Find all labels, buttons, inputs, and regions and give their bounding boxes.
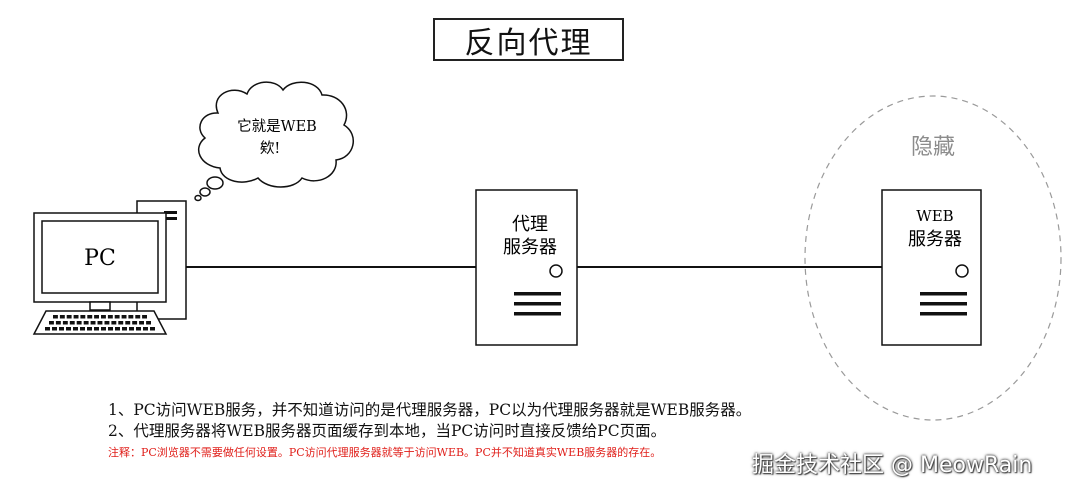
keyboard-key bbox=[129, 327, 134, 331]
keyboard-key bbox=[125, 321, 131, 325]
watermark: 掘金技术社区 @ MeowRain bbox=[752, 453, 1033, 478]
keyboard-key bbox=[104, 321, 110, 325]
keyboard-key bbox=[121, 315, 127, 319]
keyboard-key bbox=[73, 327, 78, 331]
proxy-server-box bbox=[475, 189, 578, 346]
keyboard-key bbox=[52, 327, 57, 331]
keyboard-key bbox=[114, 315, 120, 319]
keyboard-key bbox=[111, 321, 117, 325]
web-server-slot bbox=[920, 312, 967, 316]
keyboard-key bbox=[97, 321, 103, 325]
keyboard-key bbox=[143, 327, 148, 331]
keyboard-key bbox=[128, 315, 134, 319]
keyboard-key bbox=[94, 327, 99, 331]
keyboard-key bbox=[73, 315, 79, 319]
proxy-server-label-line2: 服务器 bbox=[503, 237, 557, 258]
keyboard-key bbox=[107, 315, 113, 319]
keyboard-key bbox=[101, 315, 106, 319]
proxy-server-power-indicator bbox=[549, 264, 563, 278]
hidden-zone-ellipse bbox=[804, 95, 1062, 421]
note-line-1: 1、PC访问WEB服务，并不知道访问的是代理服务器，PC以为代理服务器就是WEB… bbox=[108, 401, 752, 419]
keyboard-key bbox=[45, 327, 50, 331]
web-server-label-line2: 服务器 bbox=[908, 229, 962, 250]
web-server-slot bbox=[920, 302, 967, 306]
keyboard-key bbox=[94, 315, 99, 319]
keyboard-key bbox=[66, 327, 71, 331]
page-title: 反向代理 bbox=[433, 18, 624, 61]
keyboard-key bbox=[142, 315, 147, 319]
note-line-2: 2、代理服务器将WEB服务器页面缓存到本地，当PC访问时直接反馈给PC页面。 bbox=[108, 422, 667, 440]
web-server-power-indicator bbox=[955, 264, 969, 278]
keyboard-key bbox=[87, 327, 92, 331]
keyboard-key bbox=[80, 327, 85, 331]
note-remark: 注释：PC浏览器不需要做任何设置。PC访问代理服务器就等于访问WEB。PC并不知… bbox=[108, 446, 662, 459]
keyboard-key bbox=[80, 315, 86, 319]
keyboard-key bbox=[132, 321, 138, 325]
keyboard-key bbox=[135, 315, 141, 319]
keyboard-key bbox=[136, 327, 141, 331]
thought-text-line2: 欸! bbox=[260, 140, 280, 157]
keyboard-key bbox=[90, 321, 96, 325]
thought-cloud bbox=[194, 81, 354, 202]
keyboard-key bbox=[59, 315, 65, 319]
keyboard-key bbox=[139, 321, 144, 325]
keyboard-key bbox=[87, 315, 93, 319]
keyboard-key bbox=[118, 321, 124, 325]
page-title-text: 反向代理 bbox=[464, 25, 593, 61]
hidden-label: 隐藏 bbox=[911, 135, 955, 160]
keyboard-key bbox=[115, 327, 120, 331]
keyboard-key bbox=[150, 327, 155, 331]
proxy-server-slot bbox=[514, 292, 561, 296]
notes-block: 1、PC访问WEB服务，并不知道访问的是代理服务器，PC以为代理服务器就是WEB… bbox=[108, 400, 751, 462]
web-server-box bbox=[881, 189, 982, 346]
keyboard-key bbox=[55, 321, 61, 325]
web-server-label-line1: WEB bbox=[916, 207, 953, 225]
keyboard-key bbox=[69, 321, 75, 325]
keyboard-key bbox=[108, 327, 113, 331]
keyboard-key bbox=[53, 315, 58, 319]
thought-text-line1: 它就是WEB bbox=[237, 117, 317, 135]
keyboard-key bbox=[62, 321, 68, 325]
proxy-server-label-line1: 代理 bbox=[512, 214, 548, 235]
keyboard-key bbox=[146, 321, 151, 325]
pc-computer-icon bbox=[32, 200, 187, 335]
keyboard-key bbox=[83, 321, 89, 325]
keyboard-key bbox=[66, 315, 72, 319]
keyboard-key bbox=[49, 321, 54, 325]
keyboard-key bbox=[122, 327, 127, 331]
web-server-slot bbox=[920, 292, 967, 296]
proxy-server-slot bbox=[514, 312, 561, 316]
keyboard-key bbox=[59, 327, 64, 331]
proxy-server-slot bbox=[514, 302, 561, 306]
keyboard-key bbox=[101, 327, 106, 331]
pc-screen-label: PC bbox=[84, 246, 116, 271]
keyboard-key bbox=[76, 321, 82, 325]
